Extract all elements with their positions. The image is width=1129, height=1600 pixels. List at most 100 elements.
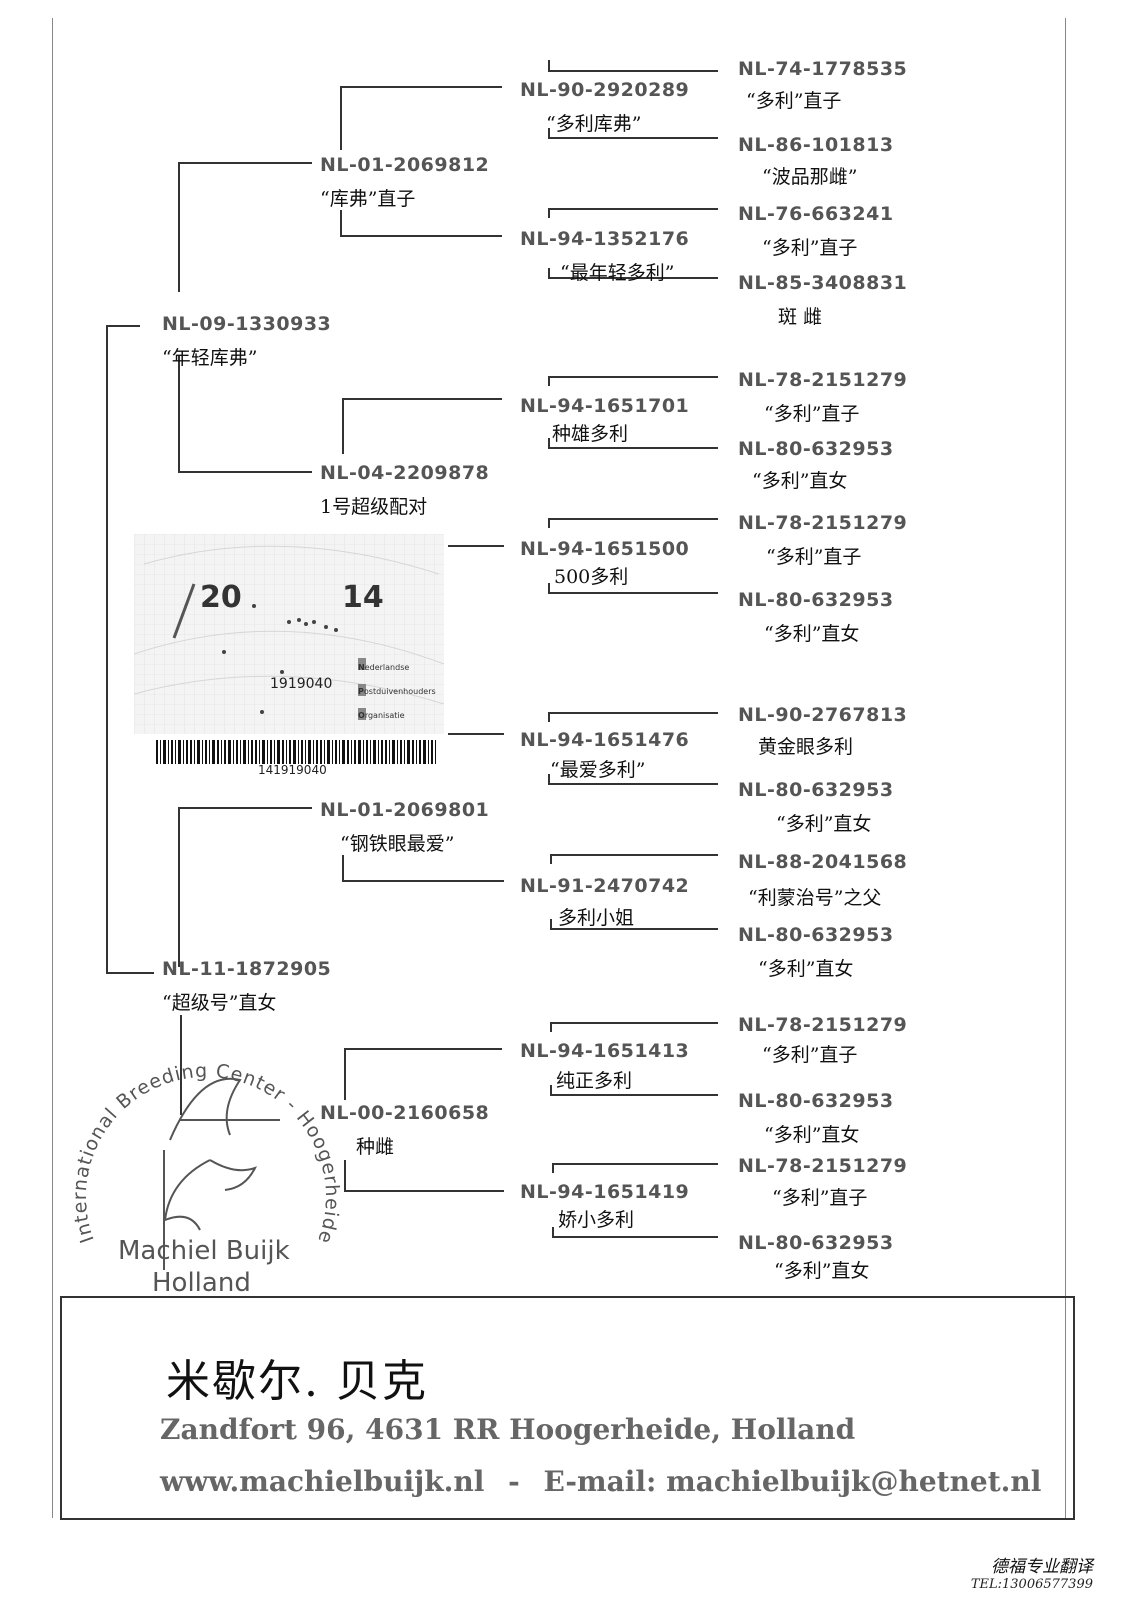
pigeon-name: “最年轻多利” xyxy=(560,262,675,284)
pigeon-name: “多利库弗” xyxy=(546,113,642,135)
svg-text:International Breeding Center: International Breeding Center - Hoogerhe… xyxy=(60,1040,343,1247)
dove-icon xyxy=(163,1077,280,1270)
pigeon-name: “多利”直女 xyxy=(764,623,860,645)
breeder-contact: www.machielbuijk.nl - E-mail: machielbui… xyxy=(160,1465,1041,1498)
pigeon-name: “库弗”直子 xyxy=(320,188,416,210)
npo-line1: ederlandse xyxy=(364,663,410,672)
ring-number: NL-80-632953 xyxy=(738,779,894,801)
footer-bottom-rule xyxy=(60,1518,1074,1520)
gen4-pigeon: NL-78-2151279 “多利”直子 xyxy=(738,512,907,569)
breeder-address: Zandfort 96, 4631 RR Hoogerheide, Hollan… xyxy=(160,1413,856,1446)
ring-number: NL-80-632953 xyxy=(738,924,894,946)
gen3-pigeon: NL-94-1651476 “最爱多利” xyxy=(520,729,689,782)
pigeon-name: “多利”直子 xyxy=(746,90,842,112)
ring-number: NL-90-2767813 xyxy=(738,704,908,726)
ring-number: NL-80-632953 xyxy=(738,438,894,460)
pigeon-name: “多利”直女 xyxy=(752,470,848,492)
email-link[interactable]: E-mail: machielbuijk@hetnet.nl xyxy=(543,1465,1042,1498)
gen3-pigeon: NL-94-1651500 500多利 xyxy=(520,538,689,589)
barcode-number: 141919040 xyxy=(258,763,327,777)
ring-number: NL-90-2920289 xyxy=(520,79,690,101)
ring-number: NL-94-1651476 xyxy=(520,729,690,751)
gen3-pigeon: NL-94-1651701 种雄多利 xyxy=(520,395,689,446)
gen4-pigeon: NL-80-632953 “多利”直女 xyxy=(738,924,894,981)
npo-o: O xyxy=(358,711,365,720)
footer-top-rule xyxy=(60,1296,1074,1298)
ring-number: NL-01-2069801 xyxy=(320,799,490,821)
gen4-pigeon: NL-85-3408831 斑 雌 xyxy=(738,272,907,329)
subject-pigeon: NL-09-1330933 “年轻库弗” xyxy=(162,313,331,370)
card-number: 1919040 xyxy=(270,676,333,692)
ring-number: NL-00-2160658 xyxy=(320,1102,490,1124)
pigeon-name: “多利”直女 xyxy=(764,1124,860,1146)
page-frame xyxy=(52,18,1066,1518)
ring-number: NL-78-2151279 xyxy=(738,369,908,391)
ring-number: NL-78-2151279 xyxy=(738,512,908,534)
npo-line3: rganisatie xyxy=(364,711,405,720)
pigeon-name: 种雄多利 xyxy=(552,423,629,445)
stamp-place: Holland xyxy=(152,1268,251,1298)
pigeon-name: 500多利 xyxy=(554,566,629,588)
pigeon-name: “多利”直子 xyxy=(764,403,860,425)
pigeon-name: 种雌 xyxy=(356,1136,395,1158)
pigeon-name: 黄金眼多利 xyxy=(758,736,854,758)
pigeon-name: “多利”直子 xyxy=(772,1187,868,1209)
stamp-name: Machiel Buijk xyxy=(118,1236,290,1266)
sire-pigeon: NL-01-2069812 “库弗”直子 xyxy=(320,154,489,211)
translator-credit: 德福专业翻译 TEL:13006577399 xyxy=(971,1552,1093,1592)
breeder-name: 米歇尔. 贝克 xyxy=(166,1356,428,1407)
card-year-right: 14 xyxy=(342,580,384,615)
ring-number: NL-94-1651413 xyxy=(520,1040,690,1062)
ring-number: NL-09-1330933 xyxy=(162,313,332,335)
pigeon-name: “多利”直子 xyxy=(766,546,862,568)
breeding-center-stamp: International Breeding Center - Hoogerhe… xyxy=(52,1023,360,1320)
gen4-pigeon: NL-88-2041568 “利蒙治号”之父 xyxy=(738,851,907,910)
website-link[interactable]: www.machielbuijk.nl xyxy=(160,1465,485,1498)
ring-number: NL-78-2151279 xyxy=(738,1014,908,1036)
stamp-arc-text: International Breeding Center - Hoogerhe… xyxy=(52,1023,342,1247)
footer-right-rule xyxy=(1073,1296,1075,1520)
gen4-pigeon: NL-80-632953 “多利”直女 xyxy=(738,438,894,493)
pigeon-name: “钢铁眼最爱” xyxy=(340,833,455,855)
pigeon-name: “波品那雌” xyxy=(762,166,858,188)
dam-pigeon: NL-11-1872905 “超级号”直女 xyxy=(162,958,331,1015)
ring-number: NL-94-1352176 xyxy=(520,228,690,250)
gen4-pigeon: NL-86-101813 “波品那雌” xyxy=(738,134,894,189)
ring-number: NL-94-1651500 xyxy=(520,538,690,560)
pigeon-name: “年轻库弗” xyxy=(162,347,258,369)
translator-name: 德福专业翻译 xyxy=(991,1557,1093,1577)
ring-card-sticker: 20 14 1919040 141919040 Nederlandse Post… xyxy=(133,534,449,780)
npo-logo-text: Nederlandse Postduivenhouders Organisati… xyxy=(358,656,436,728)
gen4-pigeon: NL-80-632953 “多利”直女 xyxy=(738,1232,894,1283)
gen3-pigeon: NL-91-2470742 多利小姐 xyxy=(520,875,689,930)
pigeon-name: 纯正多利 xyxy=(556,1070,633,1092)
gen4-pigeon: NL-78-2151279 “多利”直子 xyxy=(738,1014,907,1067)
npo-p: P xyxy=(358,687,364,696)
pigeon-name: “利蒙治号”之父 xyxy=(748,887,882,909)
ring-number: NL-11-1872905 xyxy=(162,958,332,980)
pigeon-name: “多利”直女 xyxy=(774,1260,870,1282)
gen3-pigeon: NL-94-1352176 “最年轻多利” xyxy=(520,228,689,285)
gen3-pigeon: NL-90-2920289 “多利库弗” xyxy=(520,79,689,136)
pigeon-name: 斑 雌 xyxy=(778,306,823,328)
ring-number: NL-80-632953 xyxy=(738,1090,894,1112)
pigeon-name: “多利”直女 xyxy=(776,813,872,835)
pigeon-name: “超级号”直女 xyxy=(162,992,277,1014)
gen4-pigeon: NL-78-2151279 “多利”直子 xyxy=(738,1155,907,1210)
gen4-pigeon: NL-76-663241 “多利”直子 xyxy=(738,203,894,260)
ring-number: NL-94-1651419 xyxy=(520,1181,690,1203)
dam-sire-pigeon: NL-01-2069801 “钢铁眼最爱” xyxy=(320,799,489,856)
ring-number: NL-01-2069812 xyxy=(320,154,490,176)
footer-left-rule xyxy=(60,1296,62,1520)
pigeon-name: “多利”直女 xyxy=(758,958,854,980)
ring-number: NL-04-2209878 xyxy=(320,462,490,484)
npo-line2: ostduivenhouders xyxy=(363,687,436,696)
npo-n: N xyxy=(358,663,365,672)
gen3-pigeon: NL-94-1651413 纯正多利 xyxy=(520,1040,689,1093)
gen4-pigeon: NL-90-2767813 黄金眼多利 xyxy=(738,704,907,759)
ring-number: NL-91-2470742 xyxy=(520,875,690,897)
ring-number: NL-86-101813 xyxy=(738,134,894,156)
gen4-pigeon: NL-80-632953 “多利”直女 xyxy=(738,779,894,836)
stamp-graphic: International Breeding Center - Hoogerhe… xyxy=(52,1023,343,1270)
ring-number: NL-88-2041568 xyxy=(738,851,908,873)
